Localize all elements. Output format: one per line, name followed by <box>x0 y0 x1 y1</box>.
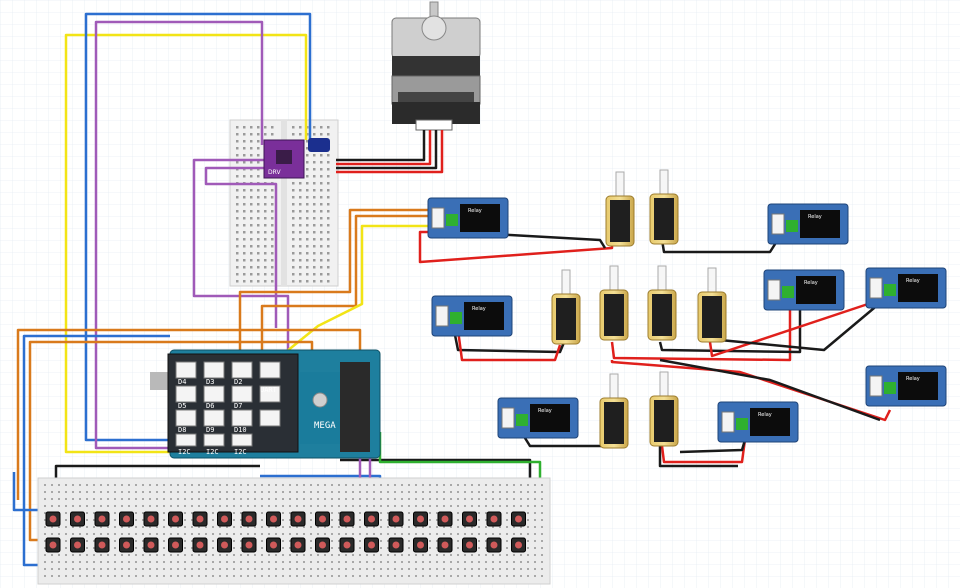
push-button-group <box>45 511 526 553</box>
relay-label: Relay <box>468 208 482 214</box>
relay-module: Relay <box>717 401 799 443</box>
relay-module: Relay <box>865 365 947 407</box>
relay-module: Relay <box>431 295 513 337</box>
grove-port <box>259 361 281 379</box>
solenoid <box>649 371 679 447</box>
solenoid <box>697 267 727 343</box>
grove-port <box>231 433 253 447</box>
grove-port-label: D10 <box>234 426 247 434</box>
grove-port <box>175 409 197 427</box>
solenoid-group <box>551 169 727 449</box>
relay-label: Relay <box>808 214 822 220</box>
grove-port <box>203 385 225 403</box>
uart-label: UART <box>260 386 278 394</box>
stepper-driver-board: DRV <box>263 138 330 179</box>
mega-label: MEGA <box>314 421 336 431</box>
relay-module: Relay <box>865 267 947 309</box>
solenoid <box>599 265 629 341</box>
solenoid <box>647 265 677 341</box>
relay-module: Relay <box>497 397 579 439</box>
solenoid <box>599 373 629 449</box>
grove-port-label: D9 <box>206 426 214 434</box>
grove-port-label: D5 <box>178 402 186 410</box>
grove-port <box>175 385 197 403</box>
grove-port-label: D8 <box>178 426 186 434</box>
grove-port <box>231 385 253 403</box>
relay-module: Relay <box>427 197 509 239</box>
grove-port <box>175 361 197 379</box>
grove-port <box>259 409 281 427</box>
relay-label: Relay <box>906 376 920 382</box>
relay-label: Relay <box>472 306 486 312</box>
grove-port-label: D2 <box>234 378 242 386</box>
solenoid <box>551 269 581 345</box>
relay-label: Relay <box>804 280 818 286</box>
stepper-motor <box>391 1 481 131</box>
relay-module: Relay <box>767 203 849 245</box>
large-breadboard <box>37 477 551 585</box>
i2c-label: I2C <box>206 448 219 456</box>
grove-port-label: D7 <box>234 402 242 410</box>
relay-label: Relay <box>538 408 552 414</box>
grove-port <box>231 409 253 427</box>
grove-port-label: D3 <box>206 378 214 386</box>
driver-label: DRV <box>268 169 281 176</box>
i2c-label: I2C <box>178 448 191 456</box>
relay-module: Relay <box>763 269 845 311</box>
grove-port <box>203 433 225 447</box>
solenoid <box>605 171 635 247</box>
i2c-label: I2C <box>234 448 247 456</box>
solenoid <box>649 169 679 245</box>
grove-port <box>175 433 197 447</box>
grove-port <box>203 361 225 379</box>
grove-port <box>203 409 225 427</box>
relay-label: Relay <box>906 278 920 284</box>
grove-port-label: D6 <box>206 402 214 410</box>
grove-port <box>231 361 253 379</box>
grove-port <box>259 385 281 403</box>
relay-label: Relay <box>758 412 772 418</box>
grove-port-label: D4 <box>178 378 186 386</box>
